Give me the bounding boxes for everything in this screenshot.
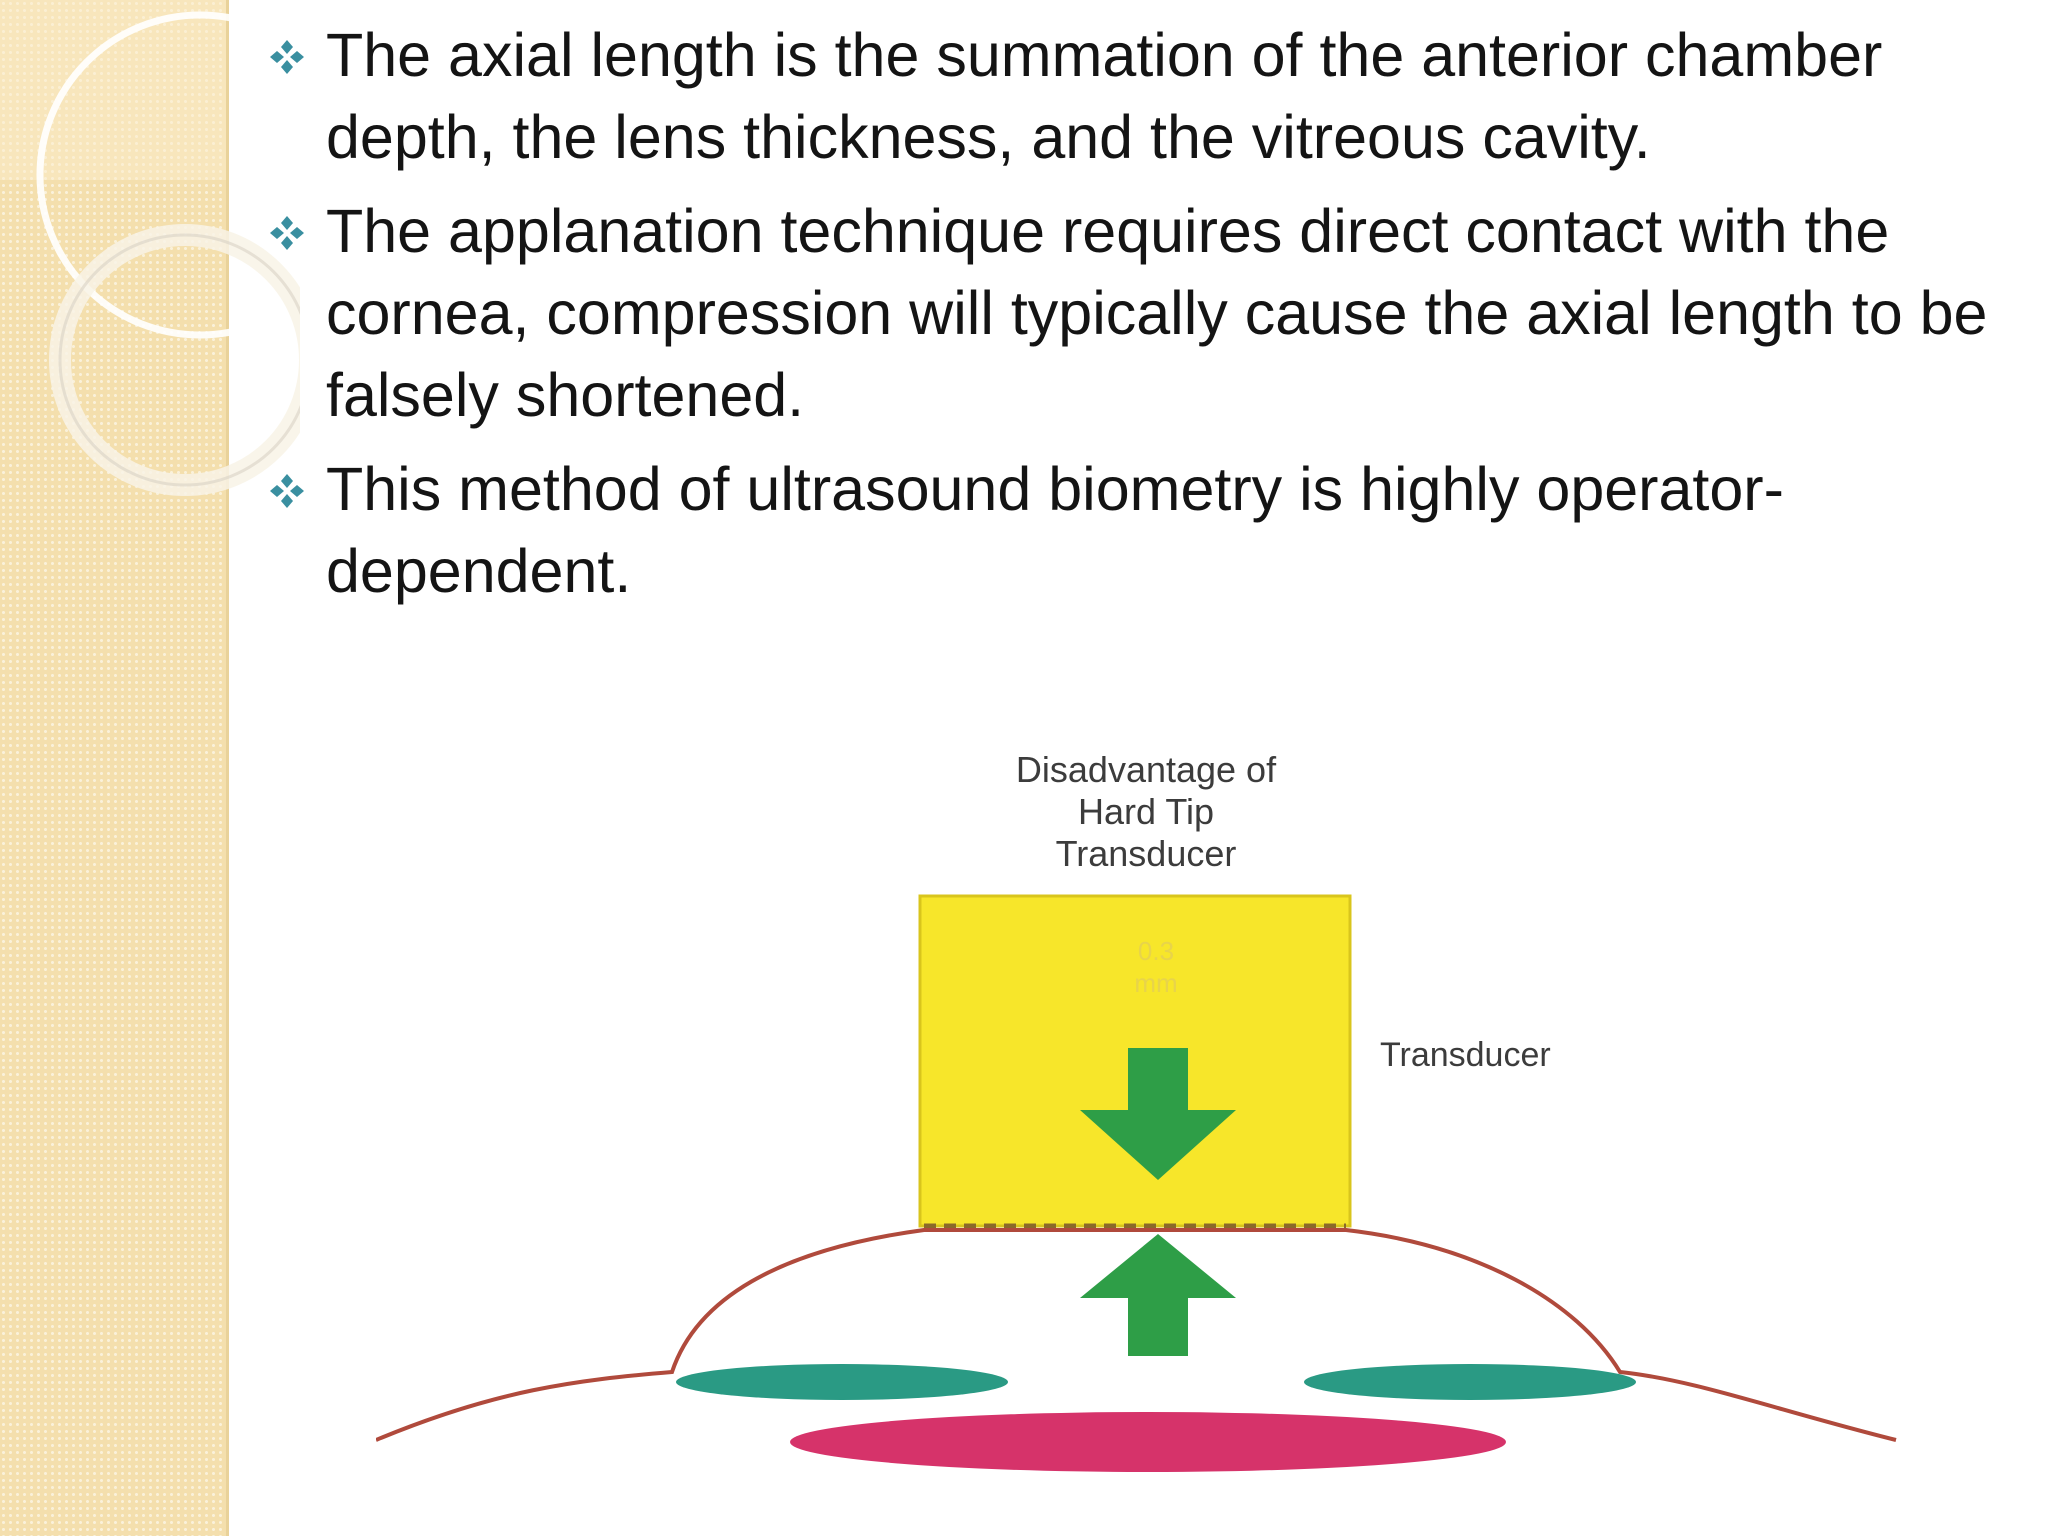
diagram-title-line-1: Disadvantage of [1016, 749, 1277, 790]
compression-unit: mm [1134, 968, 1177, 998]
diagram-title-line-2: Hard Tip [1078, 791, 1214, 832]
iris-left [676, 1364, 1008, 1400]
compression-down-arrow [1080, 1048, 1236, 1180]
cornea-outline [376, 1228, 1897, 1442]
diagram-title-line-3: Transducer [1056, 833, 1237, 874]
lens [790, 1412, 1506, 1472]
bullet-text: The axial length is the summation of the… [326, 21, 1883, 171]
compression-value: 0.3 [1138, 936, 1174, 966]
four-diamond-bullet-icon [270, 40, 304, 74]
decorative-side-panel [0, 0, 229, 1536]
four-diamond-bullet-icon [270, 474, 304, 508]
bullet-item-axial-length: The axial length is the summation of the… [262, 14, 2002, 178]
compression-up-arrow [1080, 1234, 1236, 1356]
transducer-label: Transducer [1380, 1036, 1551, 1074]
diagram-canvas: Disadvantage of Hard Tip Transducer 0.3 … [376, 749, 1897, 1472]
hard-tip-transducer-diagram: Disadvantage of Hard Tip Transducer 0.3 … [376, 740, 1898, 1496]
four-diamond-bullet-icon [270, 216, 304, 250]
bullet-list: The axial length is the summation of the… [262, 14, 2002, 624]
iris-right [1304, 1364, 1636, 1400]
bullet-item-operator-dependent: This method of ultrasound biometry is hi… [262, 448, 2002, 612]
bullet-text: This method of ultrasound biometry is hi… [326, 455, 1784, 605]
bullet-text: The applanation technique requires direc… [326, 197, 1988, 429]
bullet-item-applanation: The applanation technique requires direc… [262, 190, 2002, 436]
